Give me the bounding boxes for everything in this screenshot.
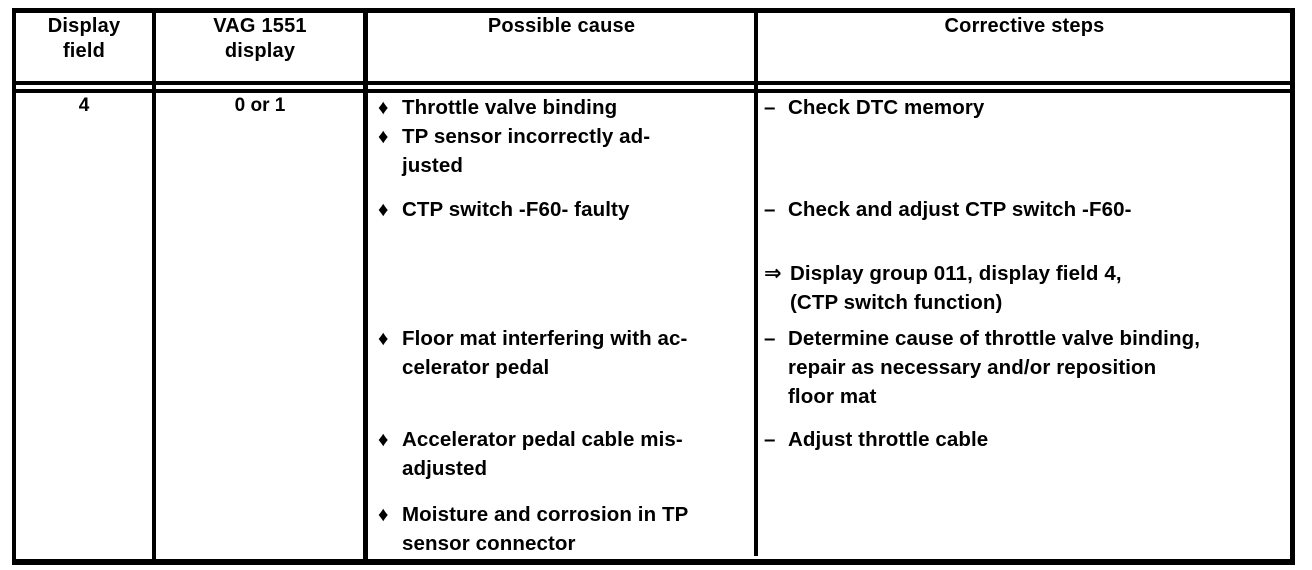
corrective-step-item-text: Check and adjust CTP switch -F60- bbox=[788, 195, 1289, 224]
double-arrow-icon: ⇒ bbox=[764, 262, 782, 285]
diamond-bullet-icon: ♦ bbox=[378, 503, 389, 526]
column-header-vag-1551-display-line-1: VAG 1551 bbox=[213, 15, 307, 37]
column-header-display-field-line-2: field bbox=[62, 40, 106, 62]
possible-cause-item: ♦ Throttle valve binding bbox=[378, 93, 750, 122]
possible-cause-item-text: Moisture and corrosion in TP sensor conne… bbox=[402, 500, 750, 558]
diamond-bullet-icon: ♦ bbox=[378, 198, 389, 221]
possible-cause-item-line: celerator pedal bbox=[402, 356, 550, 379]
possible-cause-item-line: adjusted bbox=[402, 457, 488, 480]
corrective-step-item-text: Check DTC memory bbox=[788, 93, 1289, 122]
diamond-bullet-icon: ♦ bbox=[378, 125, 389, 148]
corrective-step-item: –Check and adjust CTP switch -F60- bbox=[764, 195, 1289, 224]
column-divider-1 bbox=[152, 8, 156, 565]
table-border-bottom bbox=[12, 559, 1295, 565]
table-border-left bbox=[12, 8, 16, 565]
dash-bullet-icon: – bbox=[764, 96, 776, 119]
column-header-display-field: Display field bbox=[16, 14, 152, 76]
corrective-step-item-line: Check and adjust CTP switch -F60- bbox=[788, 198, 1132, 221]
corrective-step-item: –Determine cause of throttle valve bindi… bbox=[764, 324, 1289, 411]
corrective-step-item-line: repair as necessary and/or reposition bbox=[788, 356, 1157, 379]
header-separator-lower bbox=[12, 89, 1295, 93]
possible-cause-item-line: TP sensor incorrectly ad- bbox=[402, 125, 651, 148]
column-header-display-field-line-1: Display bbox=[47, 15, 121, 37]
possible-cause-item-text: CTP switch -F60- faulty bbox=[402, 195, 750, 224]
diamond-bullet-icon: ♦ bbox=[378, 428, 389, 451]
corrective-step-item: ⇒ Display group 011, display field 4, (CTP… bbox=[764, 259, 1289, 317]
corrective-step-item-text: Display group 011, display field 4, (CTP … bbox=[790, 259, 1289, 317]
corrective-step-item-line: Determine cause of throttle valve bindin… bbox=[788, 327, 1201, 350]
corrective-step-item-line: Adjust throttle cable bbox=[788, 428, 989, 451]
possible-cause-item: ♦ TP sensor incorrectly ad-justed bbox=[378, 122, 750, 180]
possible-cause-item: ♦ Floor mat interfering with ac-celerator… bbox=[378, 324, 750, 382]
corrective-step-item-text: Adjust throttle cable bbox=[788, 425, 1289, 454]
corrective-step-item-line: Display group 011, display field 4, bbox=[790, 262, 1122, 285]
diamond-bullet-icon: ♦ bbox=[378, 327, 389, 350]
possible-cause-item-text: Throttle valve binding bbox=[402, 93, 750, 122]
possible-cause-item: ♦ CTP switch -F60- faulty bbox=[378, 195, 750, 224]
possible-cause-item-line: Floor mat interfering with ac- bbox=[402, 327, 688, 350]
corrective-step-item: –Adjust throttle cable bbox=[764, 425, 1289, 454]
corrective-step-item-line: (CTP switch function) bbox=[790, 291, 1003, 314]
diamond-bullet-icon: ♦ bbox=[378, 96, 389, 119]
table-border-right bbox=[1290, 8, 1295, 565]
table-border-top bbox=[12, 8, 1295, 13]
possible-cause-item-line: CTP switch -F60- faulty bbox=[402, 198, 630, 221]
corrective-step-item-line: Check DTC memory bbox=[788, 96, 985, 119]
corrective-step-item-line: floor mat bbox=[788, 385, 877, 408]
possible-cause-item-text: Floor mat interfering with ac-celerator … bbox=[402, 324, 750, 382]
column-divider-2 bbox=[363, 8, 368, 565]
possible-cause-item-line: Accelerator pedal cable mis- bbox=[402, 428, 683, 451]
corrective-step-item: –Check DTC memory bbox=[764, 93, 1289, 122]
dash-bullet-icon: – bbox=[764, 428, 776, 451]
cell-vag-1551-display-value: 0 or 1 bbox=[234, 95, 286, 116]
possible-cause-item-line: Moisture and corrosion in TP bbox=[402, 503, 689, 526]
column-header-corrective-steps-line-1: Corrective steps bbox=[944, 15, 1105, 37]
column-divider-3 bbox=[754, 8, 758, 556]
dash-bullet-icon: – bbox=[764, 198, 776, 221]
possible-cause-item: ♦ Moisture and corrosion in TP sensor conn… bbox=[378, 500, 750, 558]
dash-bullet-icon: – bbox=[764, 327, 776, 350]
column-header-corrective-steps: Corrective steps bbox=[759, 14, 1290, 76]
possible-cause-item: ♦ Accelerator pedal cable mis-adjusted bbox=[378, 425, 750, 483]
corrective-step-item-text: Determine cause of throttle valve bindin… bbox=[788, 324, 1289, 411]
possible-cause-item-text: TP sensor incorrectly ad-justed bbox=[402, 122, 750, 180]
column-header-vag-1551-display: VAG 1551 display bbox=[157, 14, 363, 76]
possible-cause-item-line: Throttle valve binding bbox=[402, 96, 618, 119]
possible-cause-item-text: Accelerator pedal cable mis-adjusted bbox=[402, 425, 750, 483]
header-separator-upper bbox=[12, 81, 1295, 85]
column-header-possible-cause: Possible cause bbox=[369, 14, 754, 76]
possible-cause-item-line: justed bbox=[402, 154, 463, 177]
cell-display-field-value: 4 bbox=[78, 95, 90, 116]
possible-cause-item-line: sensor connector bbox=[402, 532, 576, 555]
column-header-possible-cause-line-1: Possible cause bbox=[487, 15, 636, 37]
column-header-vag-1551-display-line-2: display bbox=[224, 40, 296, 62]
